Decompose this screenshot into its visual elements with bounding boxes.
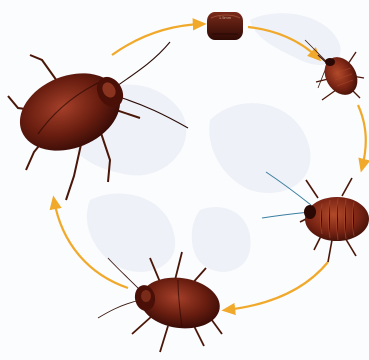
young-adult-illustration xyxy=(98,252,223,352)
arrow-adult-to-egg xyxy=(112,24,202,55)
arrow-small-nymph-to-large-nymph xyxy=(358,105,366,168)
arrow-young-adult-to-adult xyxy=(54,200,128,288)
large-nymph-illustration xyxy=(262,172,369,262)
egg-case-label: 1.5mm xyxy=(209,16,241,20)
adult-illustration xyxy=(8,42,188,200)
arrow-large-nymph-to-young-adult xyxy=(226,262,328,310)
small-nymph-illustration xyxy=(305,40,364,101)
